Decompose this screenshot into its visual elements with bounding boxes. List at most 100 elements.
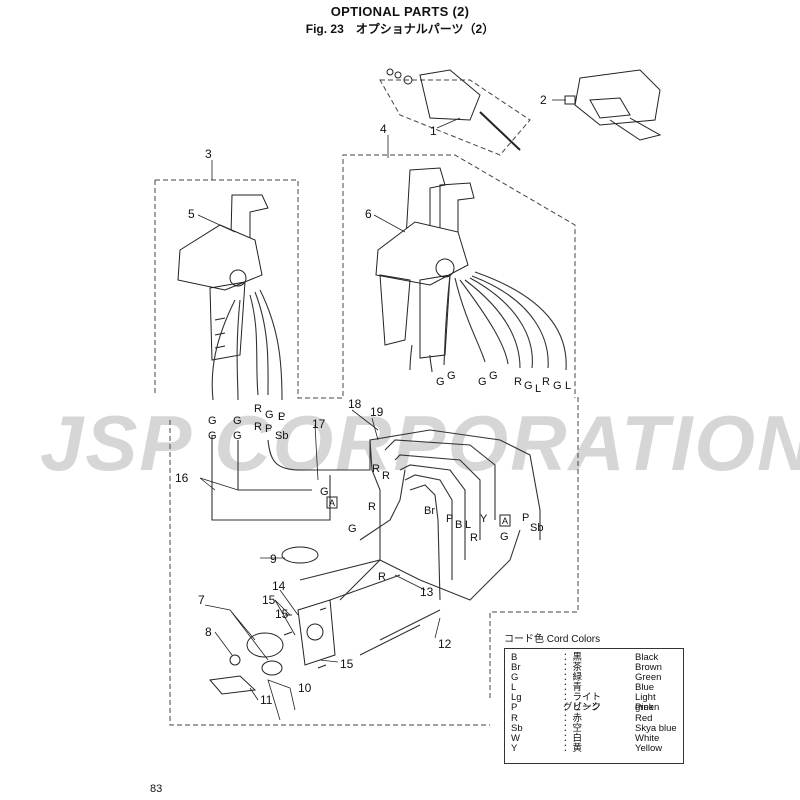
wire-label: Sb [530, 522, 543, 534]
wire-labels-left: G G G G R R G P P L Sb [208, 403, 288, 442]
wire-label: R [378, 571, 386, 583]
group-frames [154, 79, 579, 726]
leader-lines [197, 99, 566, 721]
legend-en: White [635, 732, 660, 744]
legend-code: Sb [511, 722, 523, 734]
wire-label: G [447, 370, 456, 382]
legend-row: Br ：茶 Brown [511, 662, 677, 674]
page-title: OPTIONAL PARTS (2) [330, 4, 470, 19]
legend-en: Red [635, 712, 653, 724]
callout: 15 [275, 607, 289, 621]
wire-labels-right: G G G G R G L R G L [436, 370, 571, 395]
wire-label: G [436, 376, 445, 388]
callout: 2 [540, 93, 547, 107]
wire-label: Sb [275, 430, 288, 442]
figure-caption: Fig. 23 オプショナルパーツ（2） [305, 22, 495, 36]
legend-code: W [511, 732, 520, 744]
page-number: 83 [150, 783, 163, 795]
callout: 14 [272, 579, 286, 593]
wire-label: P [522, 512, 529, 524]
wire-label: P [446, 513, 453, 525]
legend-code: R [511, 712, 518, 724]
wire-label: P [278, 411, 285, 423]
wire-labels-harness: R R G G R R Br P B L R Y P Sb G A A [320, 463, 543, 583]
wire-label: B [455, 519, 462, 531]
legend-jp: ：赤 [563, 712, 583, 724]
legend-code: Lg [511, 692, 522, 704]
wire-label: R [470, 532, 478, 544]
wire-label: G [320, 486, 329, 498]
legend-jp: ：緑 [563, 672, 583, 684]
callout: 3 [205, 147, 212, 161]
legend-code: G [511, 672, 519, 684]
callout: 18 [348, 397, 362, 411]
legend-en: Pink [635, 702, 654, 714]
legend-jp: ：ライトグリーン [563, 692, 602, 714]
legend-en: Light green [635, 692, 660, 714]
legend-row: Lg ：ライトグリーン Light green [511, 692, 677, 714]
legend-jp: ：青 [563, 682, 583, 694]
callout: 19 [370, 405, 384, 419]
callout: 4 [380, 122, 387, 136]
dual-lever-control [375, 167, 475, 359]
legend-en: Skya blue [635, 722, 677, 734]
legend-en: Green [635, 672, 662, 684]
connector-label: A [502, 516, 508, 526]
wire-label: R [372, 463, 380, 475]
legend-en: Blue [635, 682, 655, 694]
callout: 9 [270, 552, 277, 566]
connector-label: A [329, 498, 335, 508]
callout: 6 [365, 207, 372, 221]
legend-code: Y [511, 742, 518, 754]
legend-en: Black [635, 652, 659, 663]
legend-jp: ：空 [563, 722, 583, 734]
legend-heading: コード色 Cord Colors [504, 634, 601, 645]
wire-label: R [542, 376, 550, 388]
legend-row: W ：白 White [511, 732, 677, 744]
legend-code: B [511, 652, 518, 663]
legend-code: Br [511, 662, 521, 674]
wire-label: L [278, 411, 284, 423]
legend-jp: ：ピンク [563, 702, 602, 714]
wire-label: G [208, 430, 217, 442]
callout: 16 [175, 471, 189, 485]
wire-label: R [514, 376, 522, 388]
legend-code: P [511, 702, 518, 714]
wire-label: G [478, 376, 487, 388]
main-harness [211, 429, 541, 656]
callout: 7 [198, 593, 205, 607]
legend-row: P ：ピンク Pink [511, 703, 677, 713]
watermark: JSP CORPORATION [40, 399, 800, 487]
legend-jp: ：白 [563, 732, 583, 744]
wire-label: L [465, 519, 471, 531]
wire-label: P [265, 423, 272, 435]
callout: 17 [312, 417, 326, 431]
callout: 15 [340, 657, 354, 671]
callout: 13 [420, 585, 434, 599]
wire-label: R [382, 470, 390, 482]
legend-jp: ：黄 [563, 742, 583, 754]
callout: 11 [260, 693, 273, 707]
wire-label: L [565, 380, 571, 392]
callout-numbers: 1 2 3 4 5 6 7 8 9 10 11 12 13 14 15 15 1… [175, 93, 547, 707]
callout: 15 [262, 593, 276, 607]
wire-label: G [265, 409, 274, 421]
legend-row: Sb ：空 Skya blue [511, 722, 677, 734]
wire-label: G [500, 531, 509, 543]
unit-wires [211, 271, 567, 401]
wire-label: G [233, 415, 242, 427]
wire-label: G [553, 380, 562, 392]
wire-label: L [535, 383, 541, 395]
legend-en: Brown [635, 662, 662, 674]
wire-label: R [368, 501, 376, 513]
legend-row: R ：赤 Red [511, 712, 677, 724]
legend-jp: ：茶 [563, 662, 583, 674]
wire-label: Y [480, 513, 488, 525]
wire-label: G [208, 415, 217, 427]
